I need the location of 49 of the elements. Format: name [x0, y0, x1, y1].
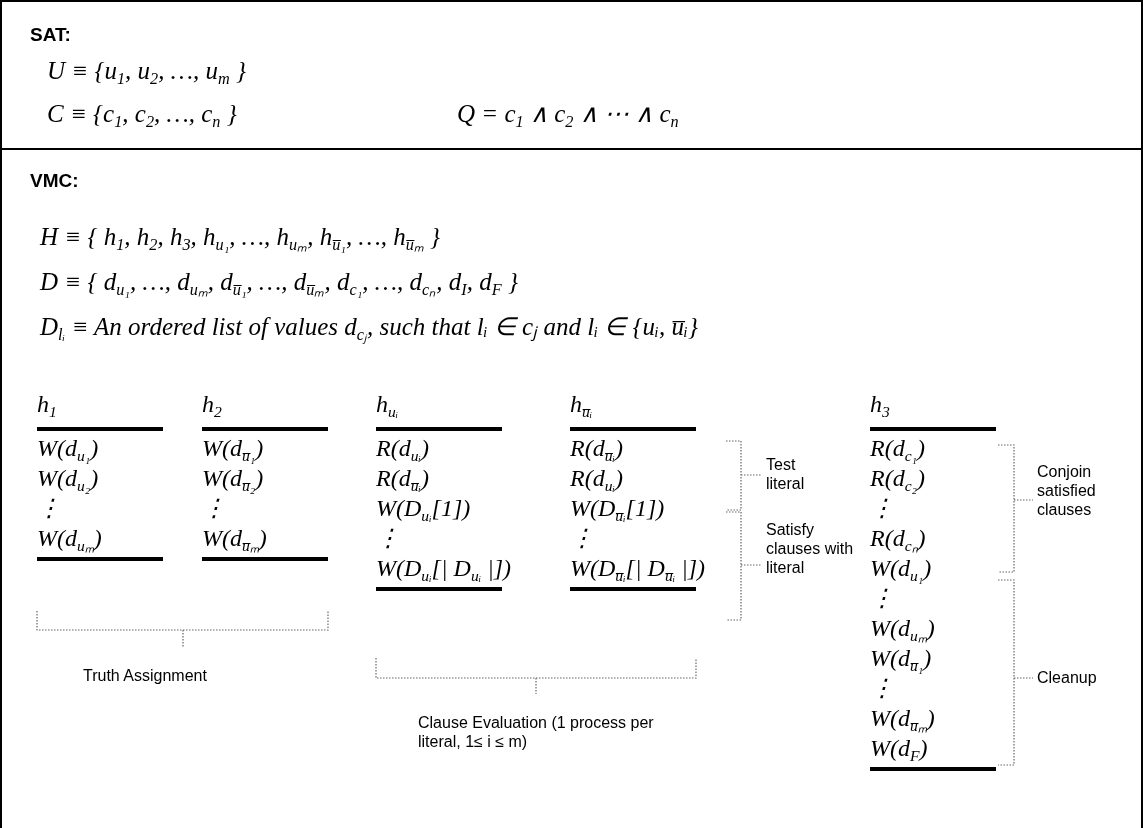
operation: W(d$_{uₘ}$) — [37, 524, 102, 553]
operation: W(D$_{u̅ᵢ}$[1]) — [570, 494, 665, 523]
formula: C ≡ {c$_{1}$, c$_{2}$, …, c$_{n}$ } — [47, 100, 237, 128]
vertical-ellipsis: ⋮ — [376, 524, 400, 553]
operation: W(d$_{F}$) — [870, 734, 928, 763]
formula: U ≡ {u$_{1}$, u$_{2}$, …, u$_{m}$ } — [47, 57, 246, 85]
annotation: Clause Evaluation (1 process per literal, 1≤ i ≤ m) — [418, 713, 655, 751]
operation: W(D$_{u̅ᵢ}$[| D$_{u̅ᵢ}$ |]) — [570, 554, 706, 583]
operation: W(d$_{u̅₁}$) — [202, 434, 264, 463]
annotation: Truth Assignment — [83, 666, 208, 685]
operation: R(d$_{u̅ᵢ}$) — [570, 434, 623, 463]
formula: H ≡ { h$_{1}$, h$_{2}$, h$_{3}$, h$_{u₁}$, …, h$_{uₘ}$, h$_{u̅₁}$, …, h$_{u̅ₘ}$ } — [40, 223, 441, 251]
vertical-ellipsis: ⋮ — [870, 674, 894, 703]
column-heading: h$_{1}$ — [37, 390, 57, 419]
operation: W(d$_{uₘ}$) — [870, 614, 935, 643]
operation: R(d$_{uᵢ}$) — [376, 434, 429, 463]
panel-heading: SAT: — [30, 24, 71, 46]
operation: W(D$_{uᵢ}$[1]) — [376, 494, 471, 523]
panel — [0, 148, 1143, 828]
formula: D ≡ { d$_{u₁}$, …, d$_{uₘ}$, d$_{u̅₁}$, …, d$_{u̅ₘ}$, d$_{c₁}$, …, d$_{cₙ}$, d$_{I}$, d$_{F}$ } — [40, 268, 518, 296]
operation: W(d$_{u₂}$) — [37, 464, 99, 493]
panel-heading: VMC: — [30, 170, 79, 192]
vertical-ellipsis: ⋮ — [202, 494, 226, 523]
operation: R(d$_{uᵢ}$) — [570, 464, 623, 493]
operation: R(d$_{c₁}$) — [870, 434, 925, 463]
operation: R(d$_{c₂}$) — [870, 464, 925, 493]
operation: W(d$_{u₁}$) — [37, 434, 99, 463]
column-heading: h$_{uᵢ}$ — [376, 390, 399, 419]
annotation: Cleanup — [1037, 668, 1098, 687]
operation: W(D$_{uᵢ}$[| D$_{uᵢ}$ |]) — [376, 554, 512, 583]
operation: W(d$_{u̅₁}$) — [870, 644, 932, 673]
column-heading: h$_{2}$ — [202, 390, 222, 419]
formula: Q = c$_{1}$ ∧ c$_{2}$ ∧ ⋯ ∧ c$_{n}$ — [457, 100, 679, 128]
column-heading: h$_{3}$ — [870, 390, 890, 419]
vertical-ellipsis: ⋮ — [870, 584, 894, 613]
operation: W(d$_{u̅ₘ}$) — [870, 704, 935, 733]
vertical-ellipsis: ⋮ — [570, 524, 594, 553]
panel — [0, 0, 1143, 150]
operation: W(d$_{u̅₂}$) — [202, 464, 264, 493]
operation: R(d$_{cₙ}$) — [870, 524, 926, 553]
vertical-ellipsis: ⋮ — [870, 494, 894, 523]
annotation: Test literal — [766, 455, 806, 493]
operation: R(d$_{u̅ᵢ}$) — [376, 464, 429, 493]
annotation: Satisfy clauses with literal — [766, 520, 855, 577]
operation: W(d$_{u̅ₘ}$) — [202, 524, 267, 553]
column-heading: h$_{u̅ᵢ}$ — [570, 390, 593, 419]
operation: W(d$_{u₁}$) — [870, 554, 932, 583]
vertical-ellipsis: ⋮ — [37, 494, 61, 523]
annotation: Conjoin satisfied clauses — [1037, 462, 1097, 519]
